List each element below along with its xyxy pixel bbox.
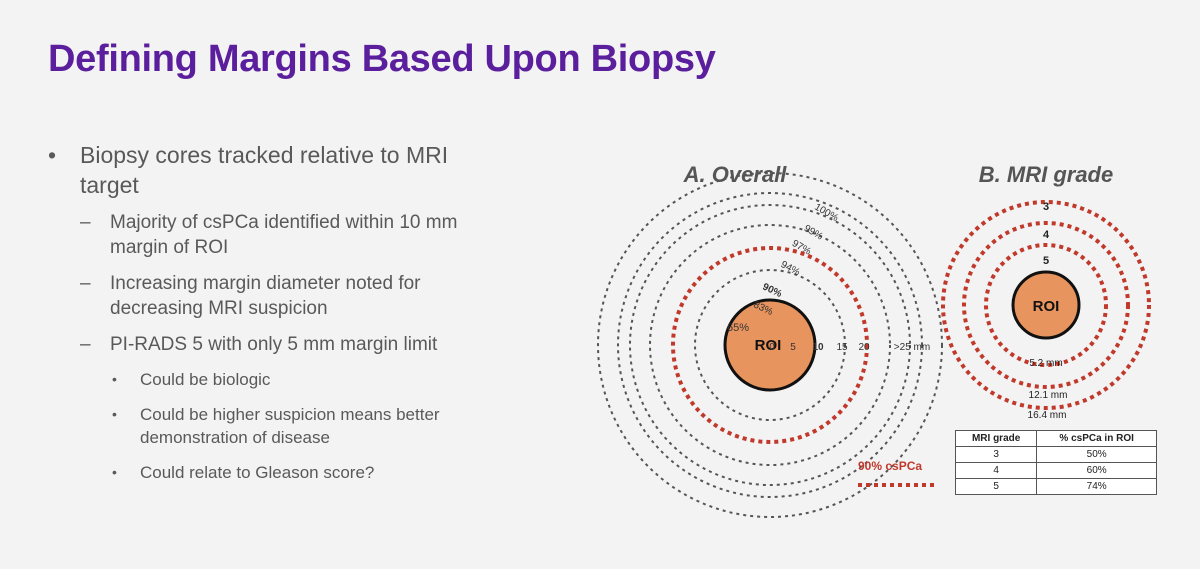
table-cell: 4 [954, 462, 1038, 479]
overall-scale-label: 5 [790, 342, 796, 353]
table-cell: 3 [954, 446, 1038, 463]
bullet-text: Could be higher suspicion means better [140, 405, 440, 424]
overall-ring-pct-label: 90% [761, 282, 784, 300]
mri-grade-ring-0 [984, 243, 1108, 367]
overall-scale-label: 0 [769, 342, 775, 353]
overall-ring-0 [694, 269, 846, 421]
bullet-level2: Increasing margin diameter noted for dec… [44, 271, 564, 321]
bullet-level3: Could be higher suspicion means better d… [44, 403, 564, 449]
overall-scale-label: 15 [836, 342, 848, 353]
overall-ring-pct-label: 99% [802, 223, 825, 243]
overall-center-pct: 65% [727, 322, 749, 334]
bullet-text: demonstration of disease [140, 428, 330, 447]
overall-ring-pct-label: 94% [779, 259, 802, 278]
table-cell: 50% [1036, 446, 1157, 463]
table-cell: 74% [1036, 478, 1157, 495]
bullet-text: Majority of csPCa identified within 10 m… [110, 212, 458, 233]
slide-title: Defining Margins Based Upon Biopsy [48, 38, 716, 80]
bullet-text: target [80, 172, 139, 198]
overall-ring-2 [649, 224, 891, 466]
mri-grade-label: 5 [1043, 255, 1049, 267]
overall-title: A. Overall [683, 162, 788, 187]
mri-roi-label: ROI [1033, 298, 1060, 315]
bullet-level2: PI-RADS 5 with only 5 mm margin limit [44, 332, 564, 357]
bullet-text: Could be biologic [140, 370, 271, 389]
mri-grade-ring-1 [962, 221, 1130, 389]
legend-label: 90% csPCa [858, 459, 922, 473]
overall-ring-4 [617, 192, 923, 498]
bullet-text: Increasing margin diameter noted for [110, 273, 421, 294]
bullet-list: Biopsy cores tracked relative to MRI tar… [44, 140, 564, 496]
mri-roi-circle [1011, 270, 1081, 340]
overall-ring-3 [629, 204, 911, 486]
bullet-text: PI-RADS 5 with only 5 mm margin limit [110, 334, 438, 355]
mri-margin-label: 5.2 mm [1029, 358, 1062, 369]
mri-grade-table: MRI grade % csPCa in ROI 3 50% 4 60% 5 7… [954, 430, 1157, 495]
overall-scale-label: 20 [858, 342, 870, 353]
overall-scale-label: >25 mm [894, 342, 930, 353]
bullet-text: Could relate to Gleason score? [140, 463, 375, 482]
mri-margin-label: 16.4 mm [1028, 410, 1067, 421]
mri-grade-label: 3 [1043, 201, 1049, 213]
mri-margin-label: 12.1 mm [1029, 390, 1068, 401]
table-cell: 60% [1036, 462, 1157, 479]
bullet-level3: Could be biologic [44, 368, 564, 391]
table-row: 3 50% [954, 446, 1157, 463]
bullet-text: decreasing MRI suspicion [110, 298, 328, 319]
overall-ring-pct-label: 100% [812, 202, 840, 224]
table-header: MRI grade [954, 430, 1038, 447]
bullet-level3: Could relate to Gleason score? [44, 461, 564, 484]
bullet-text: Biopsy cores tracked relative to MRI [80, 142, 449, 168]
bullet-text: margin of ROI [110, 237, 229, 258]
mri-grade-label: 4 [1043, 229, 1050, 241]
overall-scale-label: 10 [812, 342, 824, 353]
table-header-row: MRI grade % csPCa in ROI [954, 430, 1157, 447]
table-row: 4 60% [954, 462, 1157, 479]
table-row: 5 74% [954, 478, 1157, 495]
overall-roi-circle [723, 298, 817, 392]
overall-ring-90pct [671, 246, 869, 444]
bullet-level1: Biopsy cores tracked relative to MRI tar… [44, 140, 564, 200]
table-header: % csPCa in ROI [1036, 430, 1157, 447]
overall-ring-5 [597, 172, 943, 518]
mri-grade-title: B. MRI grade [979, 162, 1113, 187]
overall-roi-label: ROI [755, 337, 782, 354]
mri-grade-ring-2 [941, 200, 1151, 410]
table-cell: 5 [954, 478, 1038, 495]
bullet-level2: Majority of csPCa identified within 10 m… [44, 210, 564, 260]
